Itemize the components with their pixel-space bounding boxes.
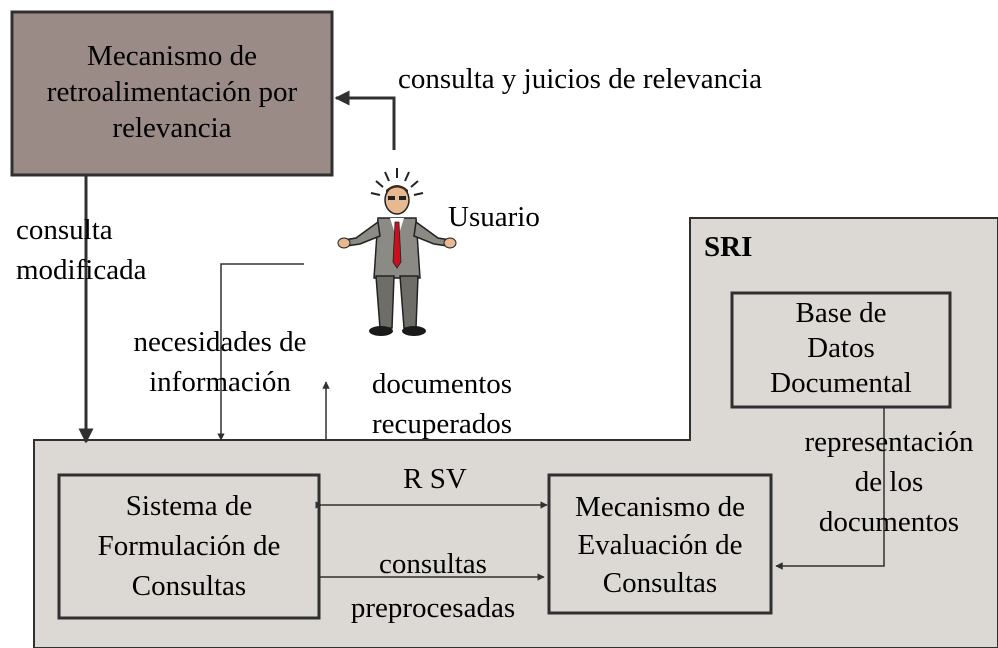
label-line: de los (854, 466, 924, 498)
feedback-box-line: relevancia (112, 112, 232, 144)
base-datos-box (730, 291, 952, 409)
label-consultas-preprocesadas: consultas preprocesadas (330, 542, 536, 630)
arrow-user-to-feedback (334, 90, 396, 150)
label-representacion: representación de los documentos (784, 422, 994, 542)
box-line: Documental (770, 367, 912, 399)
label-necesidades: necesidades de información (104, 322, 336, 402)
label-line: documentos (371, 368, 513, 400)
sri-region (33, 217, 998, 648)
box-line: Formulación de (97, 530, 281, 562)
label-line: documentos (818, 506, 960, 538)
box-line: Mecanismo de (575, 491, 745, 523)
label-consulta-modificada: consulta modificada (16, 210, 146, 290)
arrow-representacion (775, 407, 885, 570)
box-line: Sistema de (125, 490, 253, 522)
arrow-necesidades (217, 263, 304, 441)
mecanismo-evaluacion-text: Mecanismo de Evaluación de Consultas (549, 488, 771, 602)
label-line: información (149, 366, 291, 398)
user-figure-icon (337, 168, 457, 336)
box-line: Base de (795, 297, 887, 329)
label-line: consultas (379, 548, 487, 580)
sri-label: SRI (704, 231, 753, 263)
label-line: representación (804, 426, 974, 458)
label-rsv: R SV (403, 463, 467, 495)
label-documentos-recuperados: documentos recuperados (344, 364, 540, 444)
box-line: Evaluación de (577, 529, 743, 561)
base-datos-text: Base de Datos Documental (732, 296, 950, 401)
box-line: Datos (807, 332, 875, 364)
label-line: recuperados (371, 408, 513, 440)
mecanismo-evaluacion-box (547, 473, 773, 615)
label-line: modificada (16, 254, 147, 286)
feedback-box-text: Mecanismo de retroalimentación por relev… (12, 38, 332, 146)
label-line: preprocesadas (350, 592, 516, 624)
label-line: consulta (16, 214, 113, 246)
feedback-mechanism-box (10, 10, 334, 177)
feedback-box-line: retroalimentación por (46, 76, 298, 108)
user-label: Usuario (448, 201, 540, 233)
box-line: Consultas (602, 567, 718, 599)
feedback-box-line: Mecanismo de (87, 40, 257, 72)
sistema-formulacion-box (57, 473, 321, 620)
box-line: Consultas (131, 570, 247, 602)
label-line: necesidades de (133, 326, 307, 358)
label-consulta-juicios: consulta y juicios de relevancia (398, 63, 762, 95)
sistema-formulacion-text: Sistema de Formulación de Consultas (59, 486, 319, 606)
